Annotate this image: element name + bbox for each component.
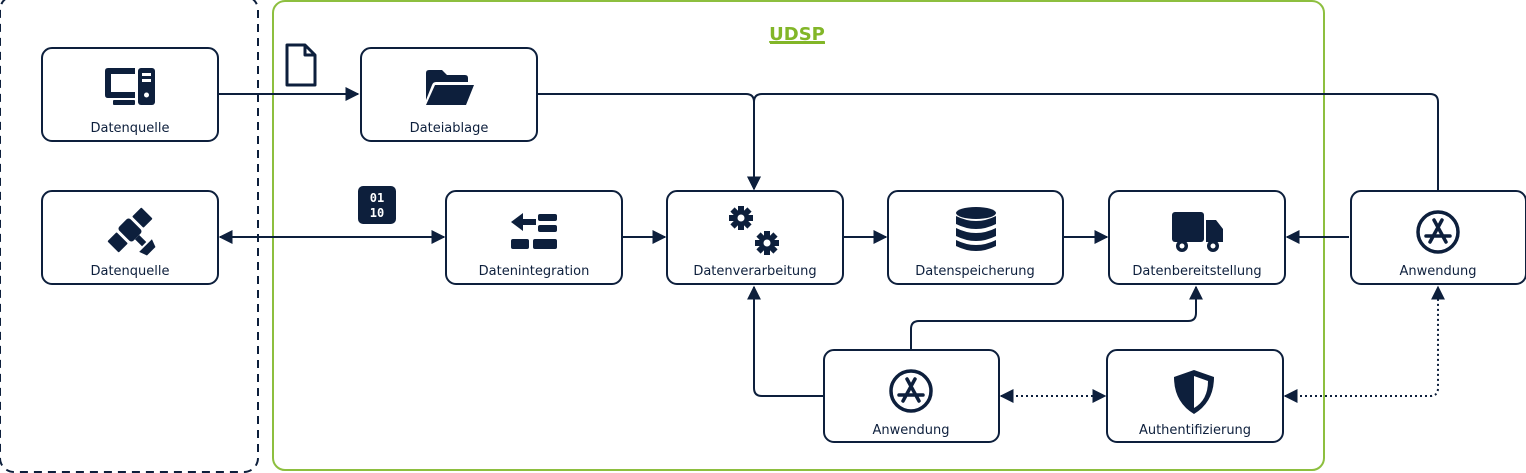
label-processing: Datenverarbeitung xyxy=(693,264,816,279)
label-source-pc: Datenquelle xyxy=(90,121,169,136)
node-integration xyxy=(445,190,623,285)
label-provisioning: Datenbereitstellung xyxy=(1132,264,1261,279)
computer-tower-icon xyxy=(105,68,155,105)
label-integration: Datenintegration xyxy=(479,264,590,279)
label-auth: Authentifizierung xyxy=(1139,423,1251,438)
edge-file-storage-to-processing xyxy=(537,93,761,191)
file-icon xyxy=(285,43,317,87)
edge-app-bottom-to-provisioning xyxy=(910,285,1203,350)
edge-app-right-to-processing xyxy=(747,93,1439,191)
integration-icon xyxy=(511,213,557,249)
label-storage: Datenspeicherung xyxy=(915,264,1034,279)
folder-open-icon xyxy=(426,70,474,105)
svg-text:01: 01 xyxy=(370,191,384,205)
label-source-sat: Datenquelle xyxy=(90,264,169,279)
app-store-icon xyxy=(1416,210,1460,254)
label-app-bottom: Anwendung xyxy=(873,423,950,438)
label-file-storage: Dateiablage xyxy=(410,121,489,136)
shield-icon xyxy=(1174,370,1214,414)
label-app-right: Anwendung xyxy=(1400,264,1477,279)
truck-icon xyxy=(1172,212,1223,252)
app-store-icon xyxy=(889,369,933,413)
platform-title: UDSP xyxy=(769,24,825,45)
database-icon xyxy=(956,207,996,251)
satellite-icon xyxy=(107,207,156,256)
edge-auth-app-right xyxy=(1283,285,1445,403)
binary-icon: 01 10 xyxy=(358,186,396,224)
edge-app-bottom-to-processing xyxy=(747,285,823,397)
svg-text:10: 10 xyxy=(370,206,384,220)
node-processing xyxy=(666,190,844,285)
